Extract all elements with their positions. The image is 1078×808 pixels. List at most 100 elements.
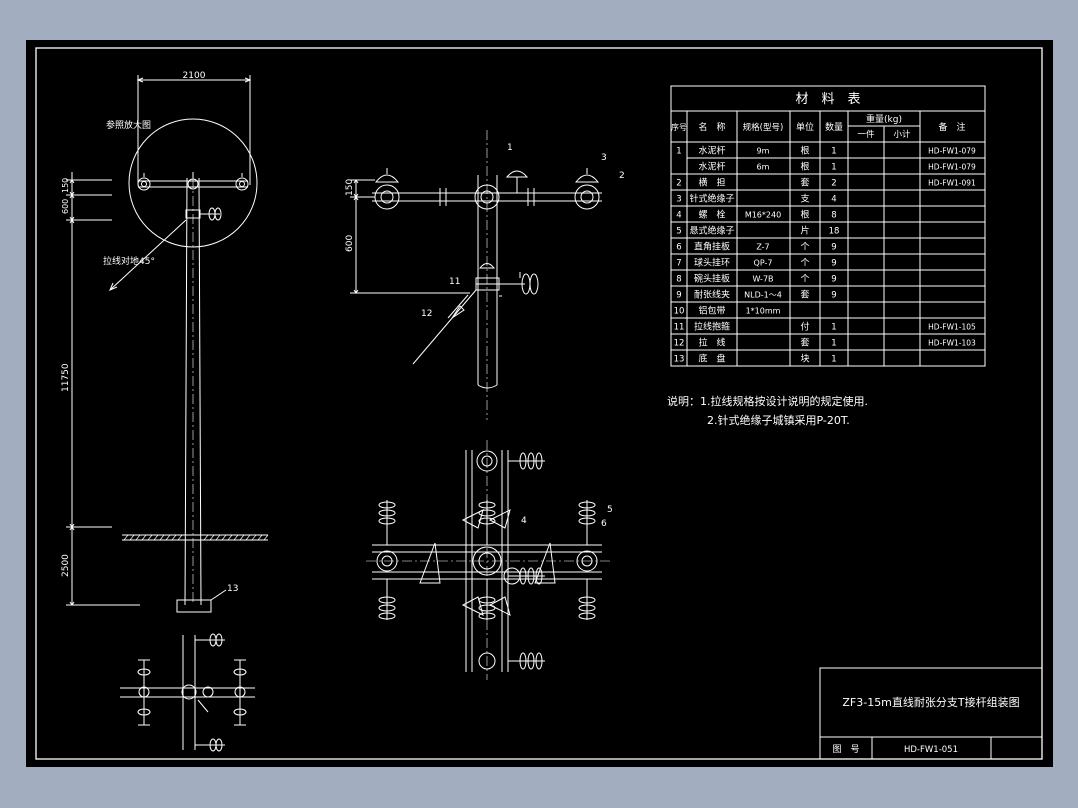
table-cell-unit: 套 bbox=[800, 337, 809, 349]
callout-6: 6 bbox=[601, 519, 607, 529]
pole-plan-view-small bbox=[120, 633, 255, 752]
table-cell-spec: M16*240 bbox=[745, 211, 781, 220]
table-cell-spec: 1*10mm bbox=[746, 307, 781, 316]
table-cell-remark: HD-FW1-103 bbox=[928, 339, 976, 348]
table-cell-name: 球头挂环 bbox=[694, 257, 730, 269]
header-weight-each: 一件 bbox=[857, 129, 875, 140]
table-cell-no: 3 bbox=[676, 195, 681, 205]
table-cell-qty: 1 bbox=[831, 163, 836, 173]
table-cell-no: 6 bbox=[676, 243, 681, 253]
table-cell-qty: 2 bbox=[831, 179, 836, 189]
table-cell-name: 耐张线夹 bbox=[694, 289, 730, 301]
header-qty: 数量 bbox=[825, 121, 843, 133]
dim-2100: 2100 bbox=[183, 71, 206, 81]
table-cell-qty: 9 bbox=[831, 291, 836, 301]
note-line-1: 说明：1.拉线规格按设计说明的规定使用. bbox=[667, 394, 868, 408]
table-cell-unit: 支 bbox=[800, 193, 809, 205]
table-cell-remark: HD-FW1-105 bbox=[928, 323, 976, 332]
table-cell-unit: 付 bbox=[800, 322, 809, 333]
drawing-border bbox=[35, 47, 1043, 760]
header-spec: 规格(型号) bbox=[743, 122, 784, 133]
dim-600-left: 600 bbox=[61, 199, 70, 214]
table-cell-name: 碗头挂板 bbox=[694, 273, 730, 285]
table-cell-qty: 1 bbox=[831, 355, 836, 365]
title-block-grid bbox=[819, 667, 1043, 760]
table-cell-name: 横 担 bbox=[698, 177, 725, 189]
table-cell-spec: NLD-1～4 bbox=[744, 291, 782, 300]
material-table-row-lines bbox=[671, 157, 985, 351]
table-cell-unit: 套 bbox=[800, 177, 809, 189]
callout-2: 2 bbox=[619, 171, 625, 181]
table-cell-qty: 1 bbox=[831, 339, 836, 349]
table-cell-name: 螺 栓 bbox=[698, 209, 725, 221]
header-weight: 重量(kg) bbox=[866, 113, 902, 125]
header-name: 名 称 bbox=[698, 121, 725, 133]
material-table-grid bbox=[670, 85, 986, 367]
table-cell-unit: 块 bbox=[800, 353, 809, 365]
table-cell-qty: 1 bbox=[831, 147, 836, 157]
table-cell-no: 2 bbox=[676, 179, 681, 189]
table-cell-no: 9 bbox=[676, 291, 681, 301]
pole-top-detail-view bbox=[350, 130, 602, 420]
table-cell-unit: 根 bbox=[800, 209, 809, 221]
table-cell-qty: 9 bbox=[831, 275, 836, 285]
callout-11: 11 bbox=[449, 277, 460, 287]
callout-12: 12 bbox=[421, 309, 432, 319]
table-cell-name: 底 盘 bbox=[698, 353, 725, 365]
table-cell-unit: 片 bbox=[800, 225, 809, 237]
table-cell-name: 拉 线 bbox=[698, 337, 725, 349]
header-seq: 序号 bbox=[671, 122, 687, 132]
table-cell-name: 水泥杆 bbox=[698, 161, 725, 173]
dim-2500: 2500 bbox=[61, 554, 71, 577]
table-cell-no: 12 bbox=[674, 339, 685, 349]
table-cell-qty: 9 bbox=[831, 243, 836, 253]
header-remark: 备 注 bbox=[938, 121, 965, 133]
callout-13: 13 bbox=[227, 584, 238, 594]
table-cell-unit: 根 bbox=[800, 161, 809, 173]
header-weight-total: 小计 bbox=[893, 129, 911, 140]
table-cell-no: 11 bbox=[674, 323, 685, 333]
table-cell-no: 1 bbox=[676, 147, 681, 157]
table-cell-name: 针式绝缘子 bbox=[689, 193, 734, 205]
table-cell-no: 13 bbox=[674, 355, 685, 365]
dim-600-detail: 600 bbox=[345, 235, 355, 252]
table-cell-qty: 1 bbox=[831, 323, 836, 333]
table-cell-unit: 个 bbox=[800, 242, 809, 253]
table-cell-qty: 18 bbox=[829, 227, 840, 237]
table-cell-spec: 6m bbox=[757, 163, 770, 172]
table-cell-no: 8 bbox=[676, 275, 681, 285]
table-cell-spec: Z-7 bbox=[756, 243, 769, 252]
table-cell-no: 7 bbox=[676, 259, 681, 269]
table-cell-unit: 套 bbox=[800, 289, 809, 301]
drawing-sheet bbox=[26, 40, 1053, 767]
table-cell-no: 10 bbox=[674, 307, 685, 317]
table-cell-spec: W-7B bbox=[752, 275, 773, 284]
table-cell-remark: HD-FW1-091 bbox=[928, 179, 976, 188]
table-cell-name: 水泥杆 bbox=[698, 145, 725, 157]
table-cell-unit: 个 bbox=[800, 258, 809, 269]
callout-3: 3 bbox=[601, 153, 607, 163]
callout-4: 4 bbox=[521, 516, 527, 526]
drawing-no: HD-FW1-051 bbox=[904, 745, 958, 755]
table-cell-unit: 个 bbox=[800, 274, 809, 285]
table-cell-qty: 9 bbox=[831, 259, 836, 269]
table-cell-spec: 9m bbox=[757, 147, 770, 156]
table-cell-qty: 4 bbox=[831, 195, 836, 205]
table-cell-spec: QP-7 bbox=[754, 259, 773, 268]
drawing-title: ZF3-15m直线耐张分支T接杆组装图 bbox=[842, 695, 1019, 709]
table-cell-unit: 根 bbox=[800, 145, 809, 157]
table-cell-name: 悬式绝缘子 bbox=[689, 225, 734, 237]
table-cell-no: 5 bbox=[676, 227, 681, 237]
table-cell-qty: 8 bbox=[831, 211, 836, 221]
pole-elevation-view bbox=[66, 75, 269, 613]
header-unit: 单位 bbox=[796, 121, 814, 133]
callout-5: 5 bbox=[607, 505, 613, 515]
drawing-no-label: 图 号 bbox=[832, 744, 859, 755]
pole-plan-detail-view bbox=[366, 440, 610, 680]
table-cell-remark: HD-FW1-079 bbox=[928, 147, 976, 156]
dim-150-left: 150 bbox=[61, 178, 70, 193]
guy-angle-label: 拉线对地45° bbox=[103, 255, 155, 267]
table-cell-name: 铝包带 bbox=[698, 305, 725, 317]
